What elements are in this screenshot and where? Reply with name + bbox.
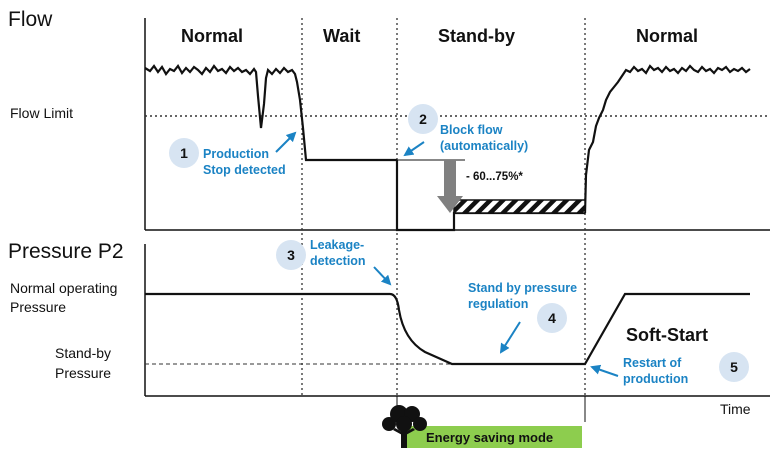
phase-wait: Wait bbox=[323, 26, 360, 46]
pressure-title: Pressure P2 bbox=[8, 240, 124, 263]
soft-start-label: Soft-Start bbox=[626, 325, 708, 345]
standby-pressure-label-1: Stand-by bbox=[55, 345, 111, 361]
flow-curve-restart bbox=[583, 64, 751, 214]
step-1-number: 1 bbox=[180, 145, 188, 161]
step-2-number: 2 bbox=[419, 111, 427, 127]
tree-icon bbox=[382, 405, 427, 448]
step-3-text-1: Leakage- bbox=[310, 238, 364, 252]
step-1-text-1: Production bbox=[203, 147, 269, 161]
step-5-badge bbox=[719, 352, 749, 382]
reduction-arrow-icon bbox=[437, 160, 463, 213]
step-5-arrow-icon bbox=[590, 364, 619, 377]
flow-title: Flow bbox=[8, 8, 53, 31]
phase-normal-2: Normal bbox=[636, 26, 698, 46]
flow-limit-label: Flow Limit bbox=[10, 105, 73, 121]
step-2-text-2: (automatically) bbox=[440, 139, 528, 153]
phase-dividers bbox=[301, 18, 586, 396]
hatched-reduction-area bbox=[453, 199, 586, 214]
pressure-curve bbox=[145, 292, 750, 366]
energy-saving-label: Energy saving mode bbox=[426, 430, 553, 445]
step-4-text-1: Stand by pressure bbox=[468, 281, 577, 295]
flow-curve-normal bbox=[144, 64, 397, 162]
step-2-arrow-icon bbox=[403, 141, 425, 157]
step-5-text-2: production bbox=[623, 372, 688, 386]
step-5-text-1: Restart of bbox=[623, 356, 682, 370]
step-3-number: 3 bbox=[287, 247, 295, 263]
step-1-arrow-icon bbox=[275, 131, 297, 153]
step-3-badge bbox=[276, 240, 306, 270]
standby-pressure-label-2: Pressure bbox=[55, 365, 111, 381]
phase-normal-1: Normal bbox=[181, 26, 243, 46]
time-axis-label: Time bbox=[720, 401, 751, 417]
step-5-number: 5 bbox=[730, 359, 738, 375]
energy-span-ticks bbox=[396, 396, 586, 422]
flow-axes bbox=[144, 18, 770, 231]
step-4-text-2: regulation bbox=[468, 297, 528, 311]
energy-saving-bar bbox=[404, 426, 582, 448]
step-2-badge bbox=[408, 104, 438, 134]
step-3-text-2: detection bbox=[310, 254, 366, 268]
reduction-label: - 60...75%* bbox=[466, 171, 523, 183]
step-1-badge bbox=[169, 138, 199, 168]
step-3-arrow-icon bbox=[373, 266, 392, 286]
pressure-axes bbox=[144, 244, 770, 397]
step-1-text-2: Stop detected bbox=[203, 163, 286, 177]
phase-standby: Stand-by bbox=[438, 26, 515, 46]
step-2-text-1: Block flow bbox=[440, 123, 503, 137]
normal-pressure-label-2: Pressure bbox=[10, 299, 66, 315]
normal-pressure-label-1: Normal operating bbox=[10, 280, 117, 296]
step-4-badge bbox=[537, 303, 567, 333]
step-4-arrow-icon bbox=[499, 321, 521, 354]
step-4-number: 4 bbox=[548, 310, 556, 326]
